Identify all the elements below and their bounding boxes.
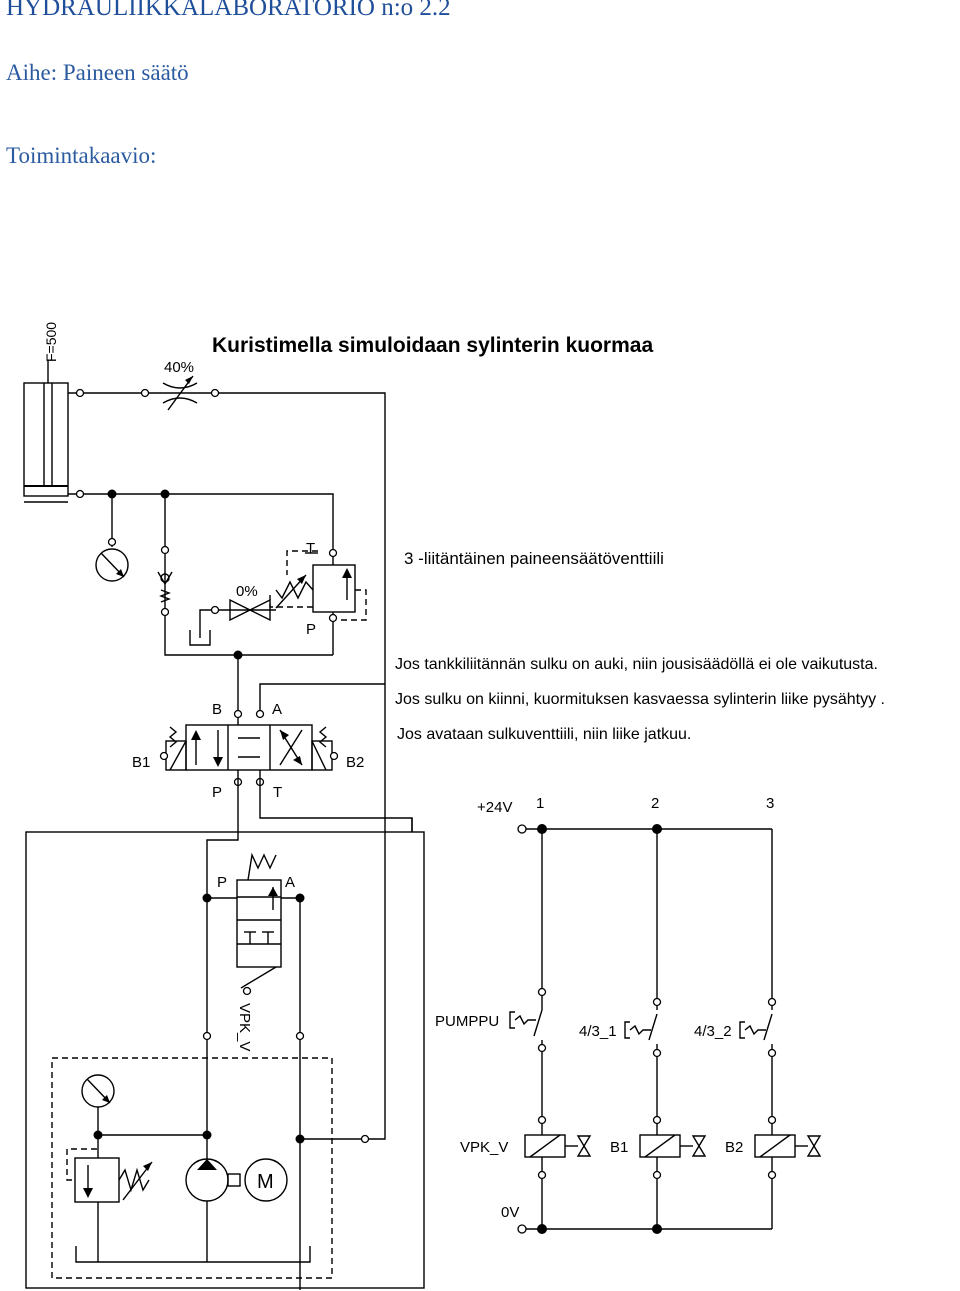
hydraulic-pump-icon (185, 1135, 241, 1262)
shutoff-setting-label: 0% (236, 583, 258, 600)
note-line-2: Jos sulku on kiinni, kuormituksen kasvae… (395, 691, 885, 708)
pressure-control-valve (269, 548, 367, 655)
rung-1 (533, 829, 547, 1229)
ground-rail (517, 1224, 772, 1234)
electric-motor-icon (244, 1158, 288, 1202)
bypass-port-a-label: A (285, 874, 295, 891)
note-line-1: Jos tankkiliitännän sulku on auki, niin … (395, 656, 878, 673)
motor-label: M (257, 1171, 274, 1193)
coil-label-3: B2 (725, 1139, 743, 1156)
document-subject: Aihe: Paineen säätö (6, 60, 189, 85)
rung-number-3: 3 (766, 795, 774, 812)
pressure-gauge-icon (95, 548, 129, 582)
ground-label: 0V (501, 1204, 519, 1221)
prv-port-p-label: P (306, 621, 316, 638)
rung-number-1: 1 (536, 795, 544, 812)
switch-actuator-1 (509, 1011, 536, 1029)
dcv-port-b-label: B (212, 701, 222, 718)
hydraulic-cylinder (23, 360, 69, 503)
cylinder-force-label: F=500 (43, 322, 59, 362)
bypass-valve-label: VPK_V (236, 1003, 253, 1051)
solenoid-coil-3 (754, 1125, 822, 1170)
dcv-port-a-label: A (272, 701, 282, 718)
check-valve-icon (157, 571, 173, 603)
throttle-setting-label: 40% (164, 359, 194, 376)
dcv-port-p-label: P (212, 784, 222, 801)
section-heading: Toimintakaavio: (6, 143, 157, 168)
shutoff-valve (189, 598, 276, 646)
diagram-heading: Kuristimella simuloidaan sylinterin kuor… (212, 334, 653, 357)
power-unit-frame (25, 831, 425, 1289)
switch-label-2: 4/3_1 (579, 1023, 617, 1040)
switch-label-3: 4/3_2 (694, 1023, 732, 1040)
switch-label-1: PUMPPU (435, 1013, 499, 1030)
switch-actuator-2 (624, 1021, 651, 1039)
pump-pressure-gauge-icon (81, 1074, 115, 1135)
coil-label-2: B1 (610, 1139, 628, 1156)
coil-label-1: VPK_V (460, 1139, 508, 1156)
note-line-3: Jos avataan sulkuventtiili, niin liike j… (397, 726, 691, 743)
throttle-valve (162, 375, 198, 411)
document-title: HYDRAULIIKKALABORATORIO n:o 2.2 (6, 0, 451, 21)
cylinder-rod-side-line (68, 392, 386, 1140)
dcv-coil-b1-label: B1 (132, 754, 150, 771)
prv-port-t-label: T (306, 540, 315, 557)
rung-2 (648, 829, 662, 1229)
solenoid-coil-2 (639, 1125, 707, 1170)
dcv-coil-b2-label: B2 (346, 754, 364, 771)
supply-label: +24V (477, 799, 512, 816)
directional-control-valve (159, 724, 339, 787)
rung-number-2: 2 (651, 795, 659, 812)
supply-rail (517, 824, 772, 834)
bypass-port-p-label: P (217, 874, 227, 891)
switch-actuator-3 (739, 1021, 766, 1039)
solenoid-coil-1 (524, 1125, 592, 1170)
relief-valve (66, 1135, 153, 1262)
valve-name-label: 3 -liitäntäinen paineensäätöventtiili (404, 549, 664, 568)
pump-unit-frame (51, 1057, 333, 1279)
tank-icon (75, 1246, 311, 1263)
bypass-valve (236, 852, 282, 996)
dcv-port-t-label: T (273, 784, 282, 801)
rung-3 (763, 829, 777, 1229)
